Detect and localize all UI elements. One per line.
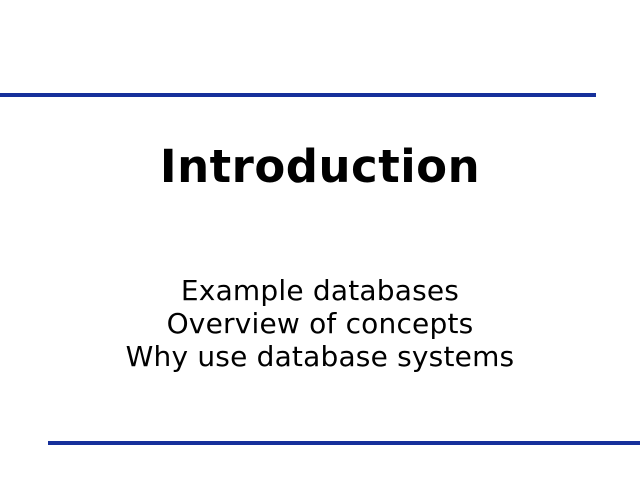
bottom-divider-rule <box>48 441 640 445</box>
top-divider-rule <box>0 93 596 97</box>
slide-body-list: Example databases Overview of concepts W… <box>0 274 640 373</box>
body-line-3: Why use database systems <box>125 340 515 373</box>
body-line-2: Overview of concepts <box>166 307 474 340</box>
slide-title: Introduction <box>159 140 481 193</box>
body-line-1: Example databases <box>180 274 460 307</box>
